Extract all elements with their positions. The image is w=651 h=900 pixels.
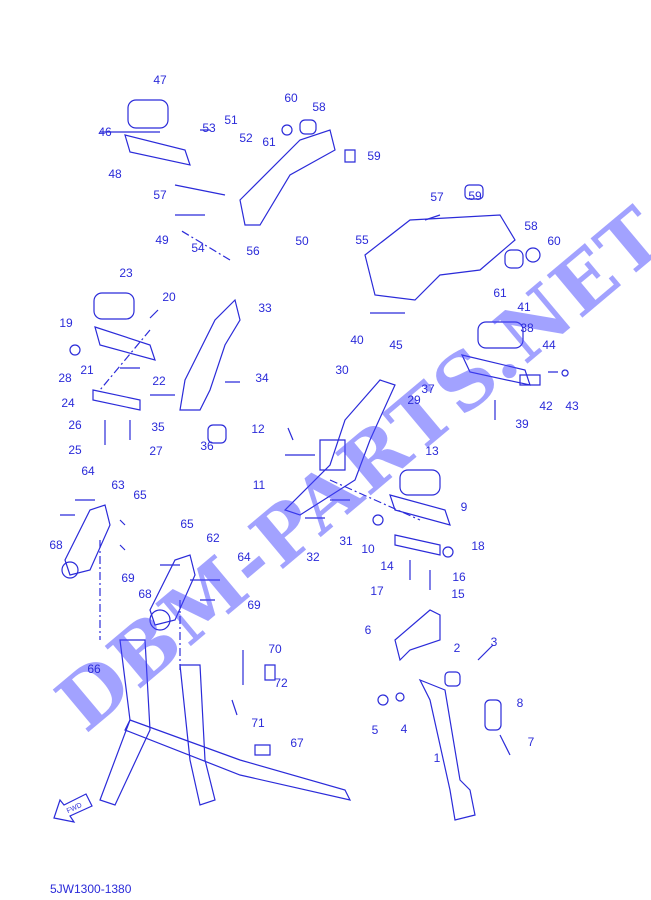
callout: 60 [547,234,561,248]
callout: 68 [138,587,152,601]
callout: 41 [517,300,531,314]
callout: 46 [98,125,112,139]
callout: 51 [224,113,238,127]
callout: 64 [81,464,95,478]
bracket-33 [179,298,241,411]
callout: 21 [80,363,94,377]
callout: 55 [355,233,369,247]
bracket-29 [283,379,396,516]
callout: 1 [433,751,441,765]
side-stand [418,678,476,821]
callout: 9 [460,500,468,514]
callout: 59 [468,189,482,203]
callout: 24 [61,396,75,410]
callout: 45 [389,338,403,352]
callout: 60 [284,91,298,105]
callout: 2 [453,641,461,655]
bracket-55 [364,214,516,301]
callout: 12 [251,422,265,436]
callout: 36 [200,439,214,453]
callout: 17 [370,584,384,598]
callout: 31 [339,534,353,548]
callout: 67 [290,736,304,750]
callout: 32 [306,550,320,564]
callout: 30 [335,363,349,377]
callout: 19 [59,316,73,330]
callout: 26 [68,418,82,432]
callout: 15 [451,587,465,601]
callout: 38 [520,321,534,335]
callout: 40 [350,333,364,347]
callout: 35 [151,420,165,434]
callout: 59 [367,149,381,163]
callout: 53 [202,121,216,135]
callout: 25 [68,443,82,457]
callout: 57 [430,190,444,204]
callout: 62 [206,531,220,545]
callout: 43 [565,399,579,413]
callout: 65 [180,517,194,531]
callout: 28 [58,371,72,385]
callout: 58 [524,219,538,233]
callout: 69 [121,571,135,585]
callout: 6 [364,623,372,637]
callout: 57 [153,188,167,202]
callout: 13 [425,444,439,458]
callout: 63 [111,478,125,492]
footrest-rubber-13 [399,469,441,496]
callout: 20 [162,290,176,304]
callout: 54 [191,241,205,255]
callout: 33 [258,301,272,315]
callout: 3 [490,635,498,649]
callout: 50 [295,234,309,248]
callout: 22 [152,374,166,388]
footrest-rubber-23 [93,292,135,320]
callout: 4 [400,722,408,736]
callout: 37 [421,382,435,396]
callout: 44 [542,338,556,352]
callout: 66 [87,662,101,676]
callout: 14 [380,559,394,573]
callout: 29 [407,393,421,407]
callout: 34 [255,371,269,385]
callout: 61 [493,286,507,300]
callout: 27 [149,444,163,458]
callout: 69 [247,598,261,612]
callout: 49 [155,233,169,247]
callout: 10 [361,542,375,556]
diagram-code: 5JW1300-1380 [50,882,132,896]
callout: 52 [239,131,253,145]
callout: 7 [527,735,535,749]
callout: 70 [268,642,282,656]
callout: 68 [49,538,63,552]
callout: 56 [246,244,260,258]
callout: 42 [539,399,553,413]
callout: 16 [452,570,466,584]
callout: 61 [262,135,276,149]
fwd-arrow-icon: FWD [53,793,93,823]
footrest-bracket-46 [124,134,191,166]
callout: 5 [371,723,379,737]
footrest-rubber-47 [127,99,169,129]
callout: 39 [515,417,529,431]
callout: 23 [119,266,133,280]
callout: 48 [108,167,122,181]
callout: 71 [251,716,265,730]
callout: 18 [471,539,485,553]
footrest-rubber-38 [477,321,524,349]
callout: 47 [153,73,167,87]
callout: 64 [237,550,251,564]
callout: 65 [133,488,147,502]
fwd-label: FWD [66,802,83,815]
callout: 58 [312,100,326,114]
bracket-56 [239,129,336,226]
callout: 11 [252,478,266,492]
callout: 72 [274,676,288,690]
callout: 8 [516,696,524,710]
